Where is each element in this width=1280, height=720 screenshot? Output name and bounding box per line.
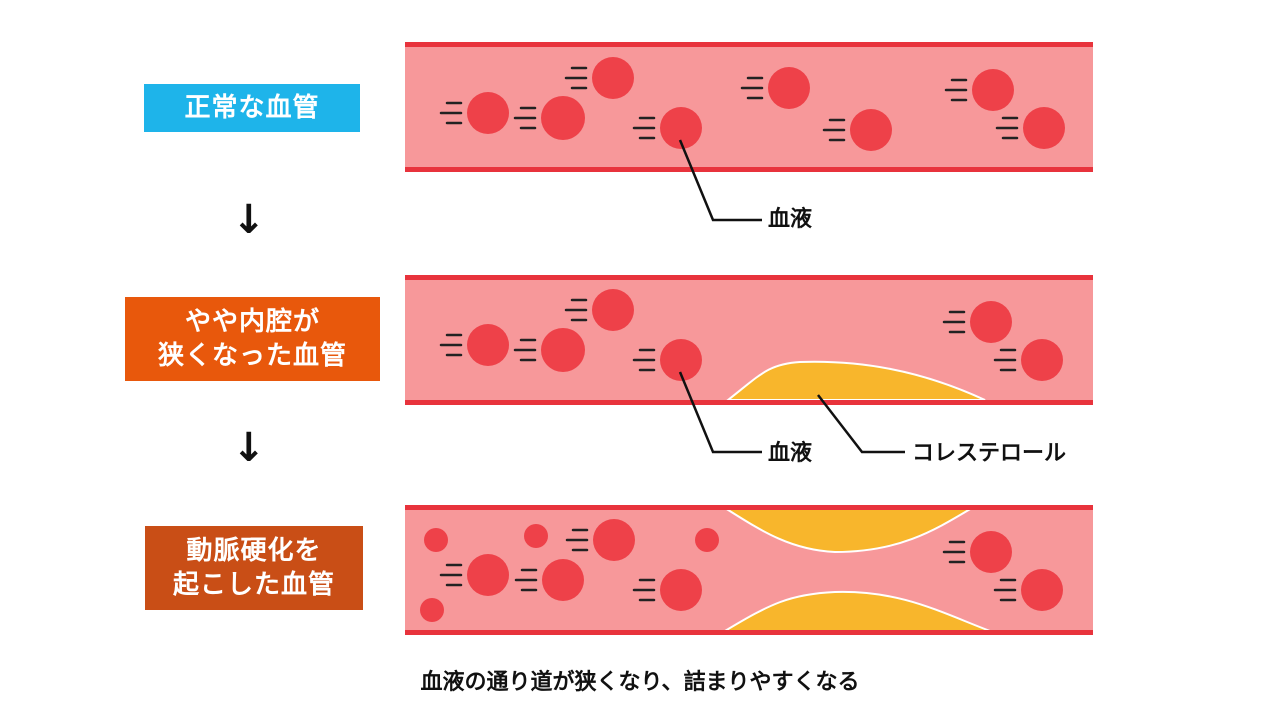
blood-cell xyxy=(660,569,702,611)
blood-cell xyxy=(593,519,635,561)
vessel-wall-top xyxy=(405,275,1093,280)
blood-cell xyxy=(542,559,584,601)
stage-label-line: 狭くなった血管 xyxy=(157,341,347,371)
vessel-lumen xyxy=(405,507,1093,633)
blood-cell xyxy=(660,339,702,381)
speed-mark xyxy=(513,338,537,362)
speed-mark xyxy=(822,118,846,142)
vessel-wall-top xyxy=(405,505,1093,510)
stage-label-normal: 正常な血管 xyxy=(144,84,360,132)
blood-cell xyxy=(970,301,1012,343)
blood-cell xyxy=(850,109,892,151)
blood-cell xyxy=(695,528,719,552)
cholesterol-plaque-bottom xyxy=(721,590,991,632)
caption: 血液の通り道が狭くなり、詰まりやすくなる xyxy=(420,670,860,695)
speed-mark xyxy=(439,333,463,357)
speed-mark xyxy=(513,106,537,130)
blood-cell xyxy=(1021,339,1063,381)
blood-cell xyxy=(467,324,509,366)
vessel-wall-top xyxy=(405,42,1093,47)
leader-line-blood-1 xyxy=(678,139,762,222)
vessel-wall-bottom xyxy=(405,630,1093,635)
blood-cell xyxy=(972,69,1014,111)
speed-mark xyxy=(632,578,656,602)
blood-cell xyxy=(1021,569,1063,611)
speed-mark xyxy=(565,528,589,552)
leader-line-blood-2 xyxy=(678,371,762,454)
blood-cell xyxy=(970,531,1012,573)
blood-cell xyxy=(524,524,548,548)
stage-label-line: 起こした血管 xyxy=(172,570,335,600)
callout-blood: 血液 xyxy=(768,441,813,466)
vessel-wall-bottom xyxy=(405,400,1093,405)
blood-cell xyxy=(420,598,444,622)
vessel-normal xyxy=(405,42,1093,172)
speed-marks xyxy=(439,66,1019,602)
blood-cell xyxy=(660,107,702,149)
speed-mark xyxy=(944,78,968,102)
stage-label-line: やや内腔が xyxy=(184,307,320,337)
stage-label-line: 動脈硬化を xyxy=(186,536,322,566)
blood-cell xyxy=(541,96,585,140)
vessel-narrowed xyxy=(405,275,1093,405)
blood-cell xyxy=(467,92,509,134)
speed-mark xyxy=(439,563,463,587)
callout-blood: 血液 xyxy=(768,207,813,232)
blood-cell xyxy=(467,554,509,596)
down-arrow-icon: ↓ xyxy=(232,425,266,471)
cholesterol-plaque-top xyxy=(721,507,976,554)
blood-cell xyxy=(1023,107,1065,149)
speed-mark xyxy=(564,298,588,322)
down-arrow-icon: ↓ xyxy=(232,197,266,243)
speed-mark xyxy=(995,116,1019,140)
speed-mark xyxy=(632,348,656,372)
blood-cells xyxy=(420,57,1065,622)
blood-cell xyxy=(541,328,585,372)
speed-mark xyxy=(993,578,1017,602)
speed-mark xyxy=(564,66,588,90)
speed-mark xyxy=(942,310,966,334)
vessel-wall-bottom xyxy=(405,167,1093,172)
blood-cell xyxy=(424,528,448,552)
blood-cell xyxy=(592,289,634,331)
stage-label-line: 正常な血管 xyxy=(184,93,320,123)
speed-mark xyxy=(740,76,764,100)
stage-label-narrowed: やや内腔が 狭くなった血管 xyxy=(125,297,380,381)
callout-cholesterol: コレステロール xyxy=(912,441,1067,466)
blood-cell xyxy=(592,57,634,99)
vessel-lumen xyxy=(405,277,1093,403)
speed-mark xyxy=(942,540,966,564)
cholesterol-plaque xyxy=(725,360,986,401)
stage-label-arteriosclerosis: 動脈硬化を 起こした血管 xyxy=(145,526,363,610)
vessel-arteriosclerosis xyxy=(405,505,1093,635)
speed-mark xyxy=(439,101,463,125)
speed-mark xyxy=(993,348,1017,372)
blood-cell xyxy=(768,67,810,109)
speed-mark xyxy=(514,568,538,592)
vessel-lumen xyxy=(405,44,1093,170)
speed-mark xyxy=(632,116,656,140)
leader-line-cholesterol xyxy=(817,394,905,454)
